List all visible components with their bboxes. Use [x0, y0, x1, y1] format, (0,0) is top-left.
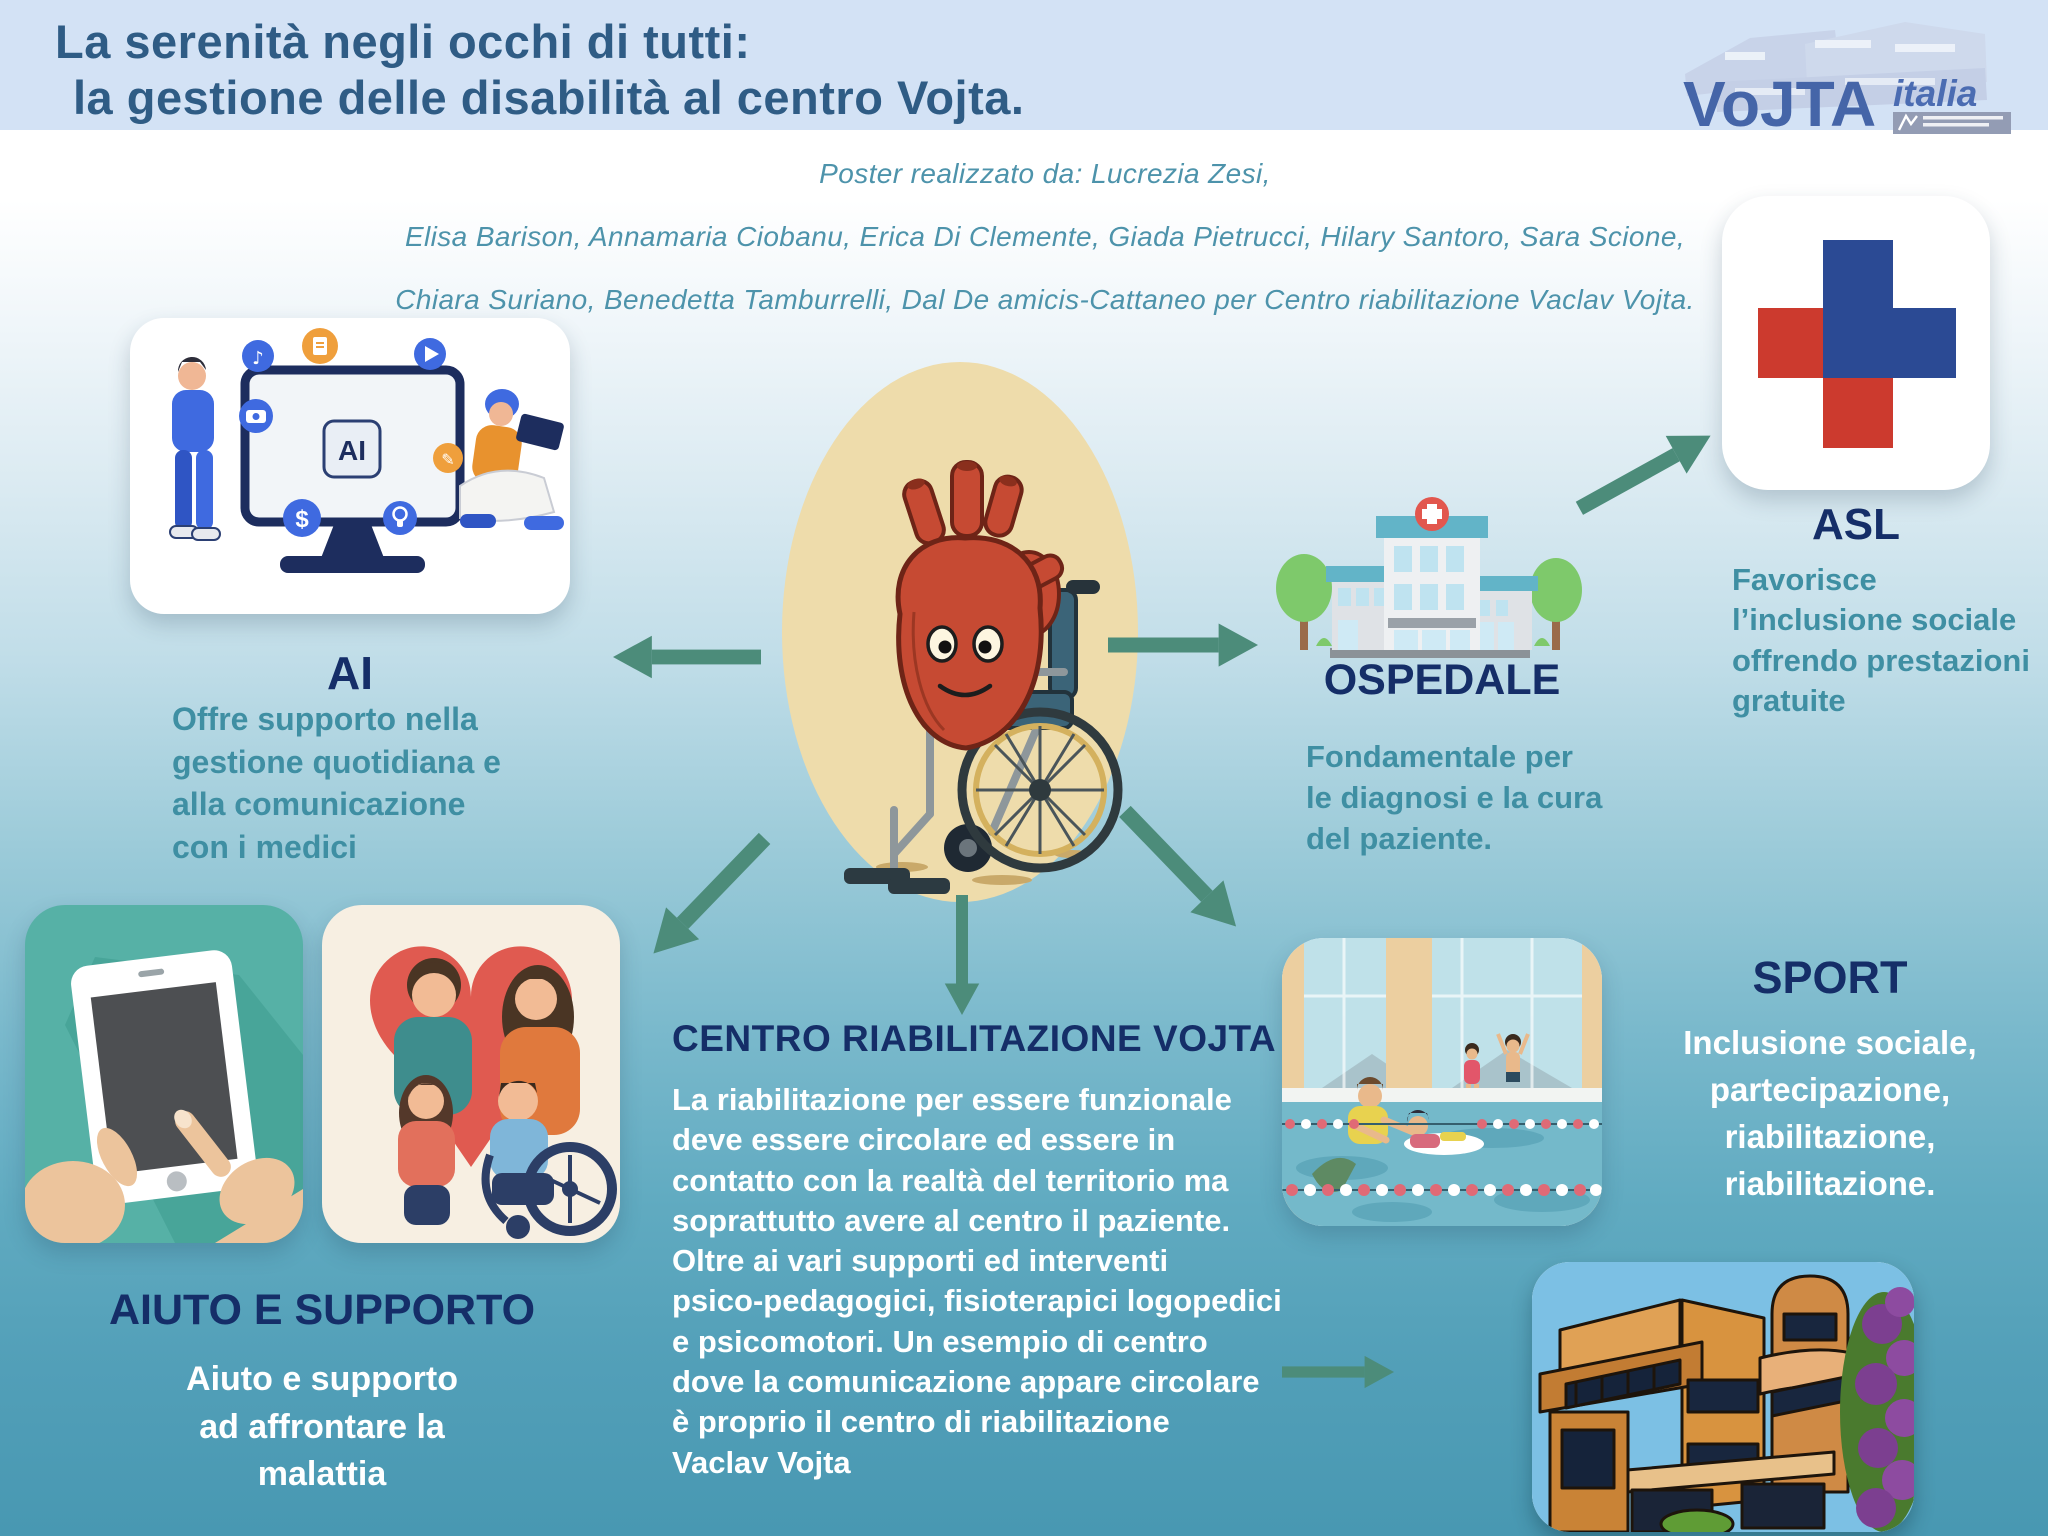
ai-illustration: AI ♪: [169, 328, 564, 573]
credits-line-3: Chiara Suriano, Benedetta Tamburrelli, D…: [395, 284, 1695, 315]
svg-text:$: $: [295, 506, 309, 533]
arrow-left-ai-icon: [613, 634, 761, 680]
tablet-illustration: [25, 950, 303, 1243]
pool-illustration: [1282, 938, 1602, 1226]
asl-section-title: ASL: [1812, 500, 1900, 549]
arrow-right-ospedale-icon: [1108, 622, 1258, 668]
centro-section-description: La riabilitazione per essere funzionale …: [672, 1082, 1282, 1480]
asl-cross-card: [1722, 196, 1990, 490]
ai-monitor-label: AI: [338, 435, 366, 466]
centro-section-title: CENTRO RIABILITAZIONE VOJTA: [672, 1018, 1277, 1059]
logo-building-sketch: [1685, 22, 1987, 112]
lightbulb-icon: [383, 501, 417, 535]
credits-line-1: Poster realizzato da: Lucrezia Zesi,: [819, 158, 1271, 189]
ai-section-description: Offre supporto nella gestione quotidiana…: [172, 701, 501, 865]
asl-cross-icon: [1758, 240, 1956, 448]
document-icon: [302, 328, 338, 364]
logo-italia-text: italia: [1893, 73, 1977, 114]
person-standing: [169, 356, 221, 541]
family-illustration: [370, 946, 617, 1239]
sport-section-description: Inclusione sociale, partecipazione, riab…: [1683, 1024, 1977, 1202]
logo-association-badge: [1893, 112, 2011, 134]
ai-section-title: AI: [327, 647, 373, 699]
svg-text:♪: ♪: [252, 348, 264, 369]
credits-line-2: Elisa Barison, Annamaria Ciobanu, Erica …: [404, 221, 1686, 252]
title-line-2: la gestione delle disabilità al centro V…: [73, 71, 1025, 125]
arrow-down-left-aiuto-icon: [637, 822, 781, 969]
pencil-icon: ✎: [433, 443, 463, 473]
swim-instructor-and-child: [1312, 1077, 1484, 1192]
rear-wheel: [957, 707, 1123, 873]
ospedale-section-title: OSPEDALE: [1323, 656, 1561, 704]
arrow-right-building-icon: [1282, 1349, 1394, 1395]
title-line-1: La serenità negli occhi di tutti:: [55, 15, 751, 68]
camera-icon: [239, 399, 273, 433]
dollar-icon: $: [283, 499, 321, 537]
family-illustration-card: [322, 905, 620, 1243]
svg-text:✎: ✎: [441, 450, 454, 469]
purple-flowers: [1840, 1287, 1914, 1532]
daughter: [398, 1075, 455, 1225]
lane-ropes: [1282, 1119, 1602, 1196]
arrow-down-centro-icon: [941, 895, 983, 1015]
hospital-icon: [1272, 488, 1588, 668]
credits: Poster realizzato da: Lucrezia Zesi, Eli…: [345, 142, 1745, 331]
sport-section-title: SPORT: [1752, 952, 1908, 1003]
footplates: [844, 868, 950, 894]
aiuto-section-title: AIUTO E SUPPORTO: [108, 1286, 536, 1334]
person-sitting: [459, 389, 564, 530]
page-title: La serenità negli occhi di tutti: la ges…: [55, 14, 1024, 127]
ospedale-section-description: Fondamentale per le diagnosi e la cura d…: [1306, 739, 1603, 857]
heart-face: [926, 625, 1004, 698]
vojta-building-illustration: [1532, 1262, 1914, 1532]
vojta-logo: VoJTA italia: [1655, 4, 2027, 136]
heart-wheelchair-illustration: [782, 362, 1138, 902]
wheelchair-wheel: [481, 1142, 617, 1239]
red-cross-badge: [1415, 497, 1449, 531]
pool-illustration-card: [1282, 938, 1602, 1226]
hospital-trees: [1276, 554, 1582, 650]
heart-character: [895, 460, 1065, 751]
tablet-illustration-card: [25, 905, 303, 1243]
arrow-down-right-sport-icon: [1107, 794, 1255, 945]
ai-illustration-card: AI ♪: [130, 318, 570, 614]
music-note-icon: ♪: [242, 340, 274, 372]
son-in-wheelchair: [481, 1080, 617, 1239]
logo-vojta-text: VoJTA: [1683, 68, 1876, 136]
arrow-up-right-asl-icon: [1568, 416, 1721, 529]
play-icon: [414, 338, 446, 370]
asl-section-description: Favorisce l’inclusione sociale offrendo …: [1732, 562, 2030, 718]
aiuto-section-description: Aiuto e supporto ad affrontare la malatt…: [186, 1360, 458, 1494]
